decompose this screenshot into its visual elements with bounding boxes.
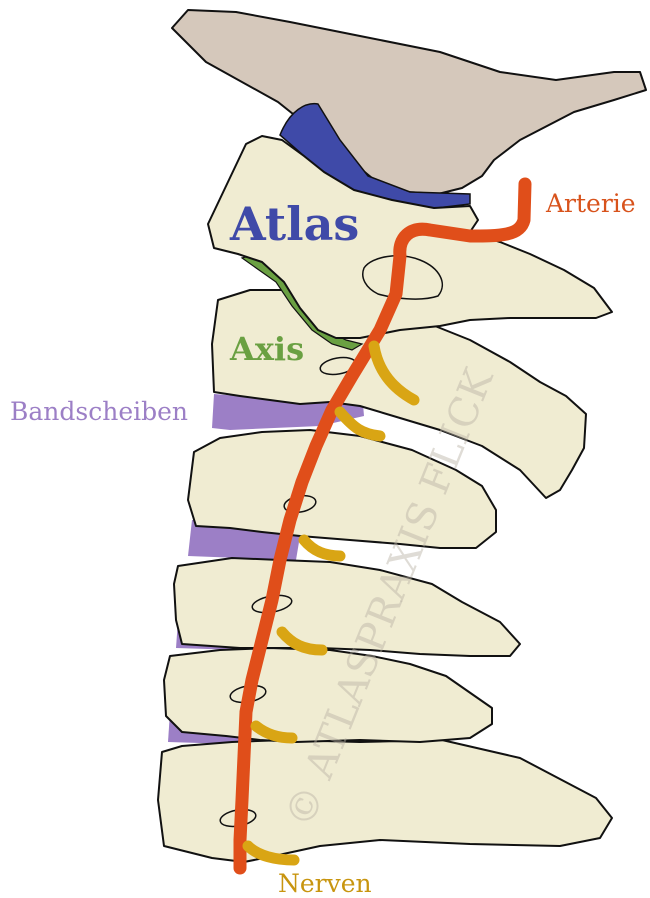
label-nerven: Nerven bbox=[278, 869, 372, 898]
vertebra-c7 bbox=[158, 740, 612, 862]
label-arterie: Arterie bbox=[545, 189, 636, 218]
label-axis: Axis bbox=[229, 330, 304, 368]
label-atlas: Atlas bbox=[229, 197, 359, 251]
label-bandscheiben: Bandscheiben bbox=[10, 397, 188, 426]
